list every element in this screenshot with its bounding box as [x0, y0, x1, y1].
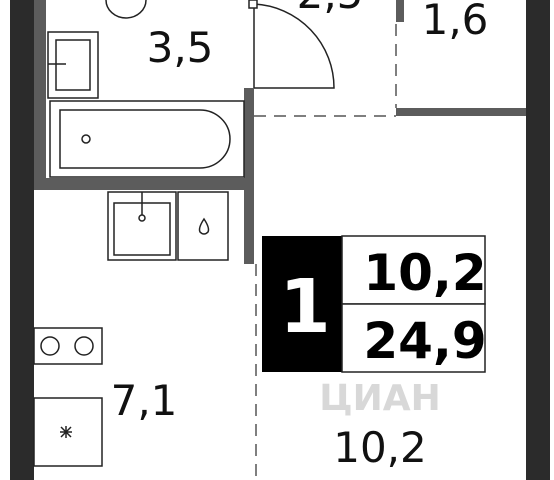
- snowflake-icon: [60, 426, 72, 438]
- bathtub-drain-icon: [81, 134, 91, 144]
- stove-burner-icon: [40, 336, 60, 356]
- storage-area-label: 1,6: [422, 0, 489, 44]
- storage-wall-bottom: [396, 108, 526, 116]
- bathroom-wall-right: [244, 88, 254, 264]
- bathroom-sink-basin-icon: [55, 39, 91, 91]
- water-drop-icon: [198, 217, 210, 235]
- summary-living-area: 10,2: [363, 244, 486, 302]
- watermark-text: ЦИАН: [319, 378, 441, 419]
- stove-icon: [33, 327, 103, 365]
- outer-wall-left: [10, 0, 34, 480]
- kitchen-faucet-tip-icon: [138, 214, 146, 222]
- total-area-box: [341, 303, 486, 373]
- door-hinge-icon: [248, 0, 258, 9]
- living-area-box: [341, 235, 486, 305]
- bathtub-inner-icon: [59, 109, 231, 169]
- door-swing-icon: [253, 3, 335, 89]
- bathtub-icon: [49, 100, 245, 178]
- bathroom-area-label: 3,5: [147, 23, 214, 72]
- rooms-count-badge: [262, 236, 342, 372]
- toilet-area-label: 2,5: [297, 0, 364, 18]
- living-area-label: 10,2: [333, 423, 427, 472]
- bathroom-wall-left: [34, 0, 46, 190]
- toilet-wall-stub: [396, 0, 404, 22]
- toilet-bowl-icon: [105, 0, 147, 19]
- kitchen-area-label: 7,1: [111, 376, 178, 425]
- stove-burner-icon: [74, 336, 94, 356]
- summary-total-area: 24,9: [363, 312, 486, 370]
- rooms-count: 1: [279, 264, 331, 350]
- bathroom-wall-bottom: [34, 178, 254, 190]
- outer-wall-right: [526, 0, 550, 480]
